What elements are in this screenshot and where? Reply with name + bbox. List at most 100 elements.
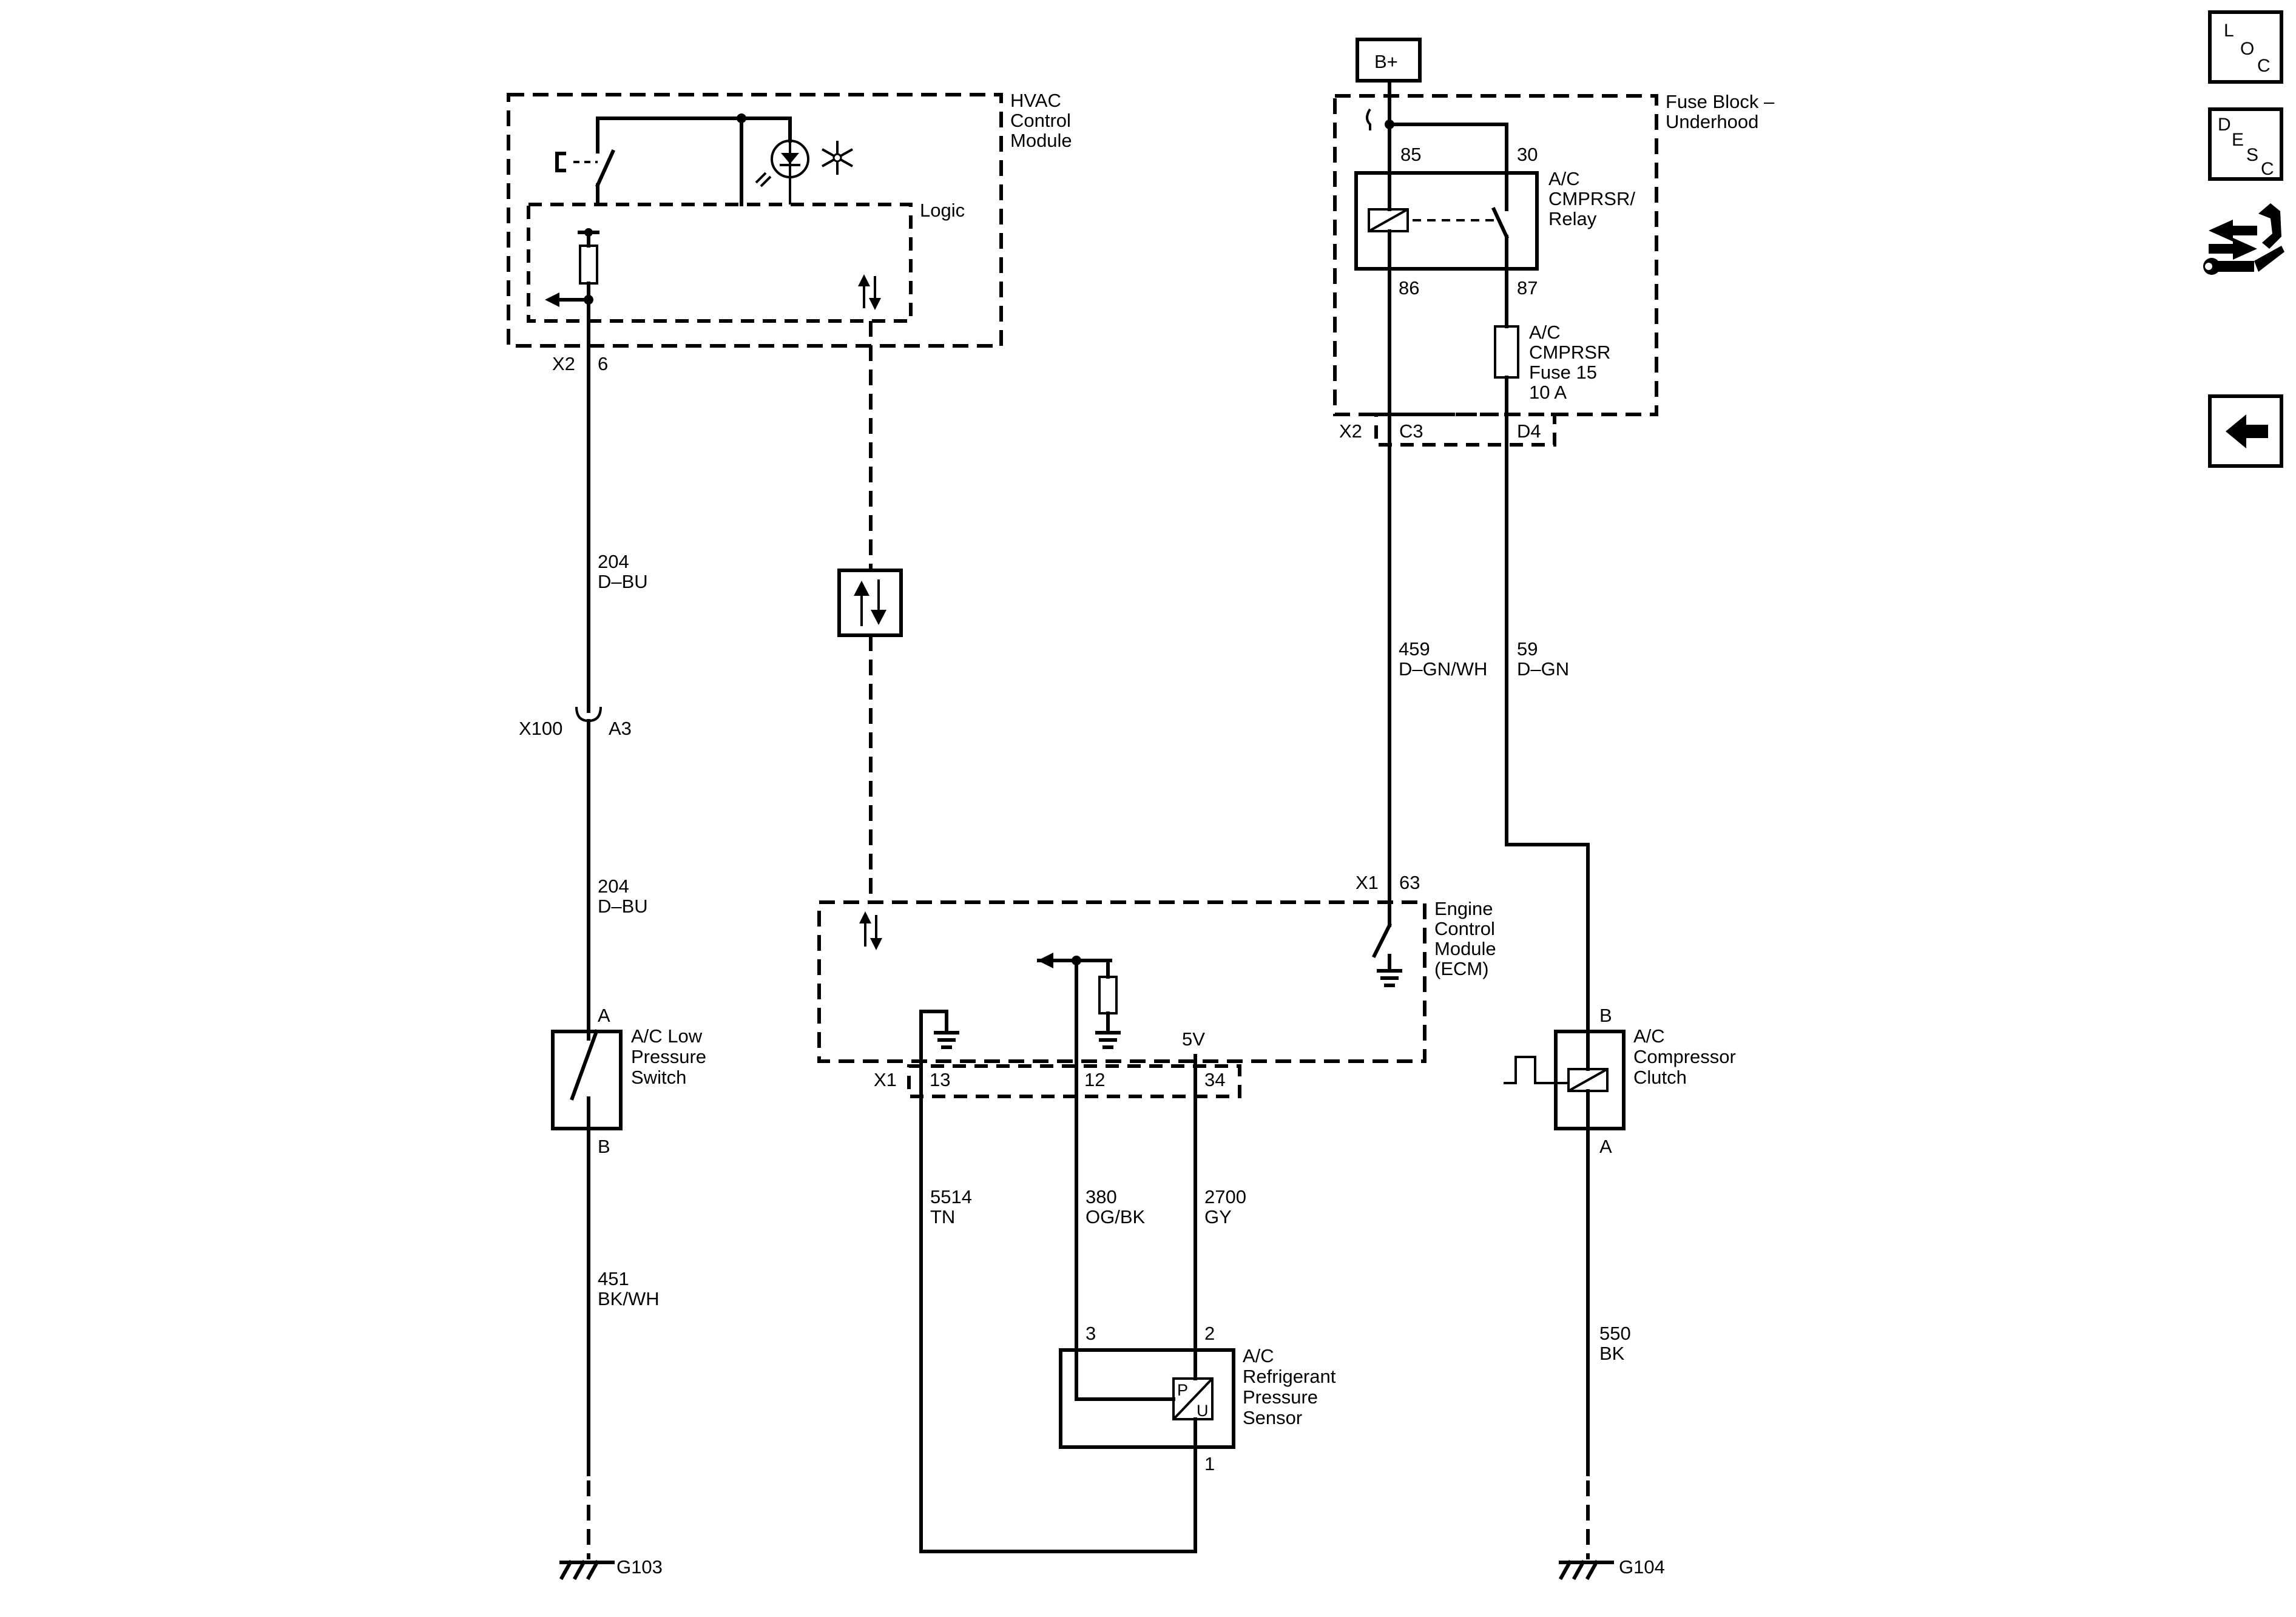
wire-204-lower-number: 204 bbox=[598, 876, 629, 897]
arrow-left-icon bbox=[1038, 953, 1053, 968]
ground-g103-icon bbox=[559, 1559, 615, 1581]
desc-glyph-d: D bbox=[2218, 115, 2231, 135]
fuse-block-connector: X2 bbox=[1339, 420, 1362, 442]
engine-control-module: Engine Control Module (ECM) X1 63 bbox=[817, 872, 1496, 1098]
hvac-control-module: HVAC Control Module Logic bbox=[507, 90, 1072, 374]
loc-glyph-c: C bbox=[2257, 56, 2271, 76]
hvac-connector: X2 bbox=[552, 353, 575, 374]
pressure-transducer-icon bbox=[1172, 1377, 1214, 1420]
fuse-block-underhood: Fuse Block – Underhood 85 30 A/C CMPRSR/… bbox=[1333, 91, 1775, 447]
sensor-pin-1: 1 bbox=[1204, 1453, 1215, 1474]
clutch-label-line3: Clutch bbox=[1633, 1067, 1687, 1088]
clutch-label-line1: A/C bbox=[1633, 1025, 1665, 1047]
clutch-engage-icon bbox=[1504, 1056, 1568, 1084]
ecm-pin-12: 12 bbox=[1084, 1069, 1105, 1090]
ecm-pin-34: 34 bbox=[1204, 1069, 1225, 1090]
fuse-label-line3: Fuse 15 bbox=[1529, 362, 1597, 383]
ac-low-pressure-switch bbox=[551, 1029, 623, 1130]
circuit-459: 459 D–GN/WH bbox=[1388, 267, 1487, 904]
ground-g104-icon bbox=[1558, 1559, 1614, 1581]
wire-204-upper-color: D–BU bbox=[598, 571, 648, 592]
hvac-title-line2: Control bbox=[1010, 110, 1071, 131]
inline-connector-x100 bbox=[575, 695, 602, 1033]
serial-data-icon bbox=[858, 274, 881, 310]
ecm-pin-13: 13 bbox=[930, 1069, 950, 1090]
fuse-label-line4: 10 A bbox=[1529, 382, 1567, 403]
lps-label-line3: Switch bbox=[631, 1067, 686, 1088]
nav-description-button[interactable]: D E S C bbox=[2208, 107, 2283, 181]
sensor-label-line3: Pressure bbox=[1243, 1386, 1318, 1408]
fuse-block-title-line2: Underhood bbox=[1666, 111, 1758, 132]
wire-459-number: 459 bbox=[1399, 638, 1430, 660]
clutch-label-line2: Compressor bbox=[1633, 1046, 1736, 1067]
relay-label-line1: A/C bbox=[1548, 168, 1580, 189]
relay-label-line2: CMPRSR/ bbox=[1548, 188, 1635, 209]
wire-59-color: D–GN bbox=[1517, 658, 1569, 680]
desc-glyph-s: S bbox=[2246, 145, 2258, 165]
ecm-title-line3: Module bbox=[1434, 938, 1496, 959]
wire-380-number: 380 bbox=[1086, 1186, 1117, 1207]
serial-data-link bbox=[837, 321, 903, 902]
clutch-pin-a: A bbox=[1599, 1136, 1612, 1157]
relay-pin-86: 86 bbox=[1399, 277, 1419, 299]
x100-label: X100 bbox=[519, 718, 562, 739]
ecm-title-line2: Control bbox=[1434, 918, 1495, 939]
diagnostic-procedure-icon[interactable] bbox=[2203, 203, 2284, 275]
ecm-connector-x1-bottom bbox=[907, 1064, 1241, 1098]
serial-data-box bbox=[837, 569, 903, 637]
nav-location-button[interactable]: L O C bbox=[2208, 10, 2283, 84]
fuse-label-line1: A/C bbox=[1529, 322, 1561, 343]
hvac-ac-request-switch bbox=[555, 113, 792, 206]
wire-380-color: OG/BK bbox=[1086, 1206, 1146, 1227]
wire-451-color: BK/WH bbox=[598, 1288, 660, 1309]
hvac-logic-boundary bbox=[527, 203, 913, 323]
relay-pin-30: 30 bbox=[1517, 144, 1538, 165]
fusible-link-icon bbox=[1366, 108, 1371, 130]
ecm-low-side-driver bbox=[1371, 900, 1402, 987]
wire-5514-number: 5514 bbox=[930, 1186, 972, 1207]
x100-pin: A3 bbox=[609, 718, 632, 739]
sensor-pin-3: 3 bbox=[1086, 1323, 1096, 1344]
power-source: B+ bbox=[1356, 38, 1422, 126]
fuse-block-pin-c3: C3 bbox=[1399, 420, 1423, 442]
relay-pin-85: 85 bbox=[1400, 144, 1421, 165]
fuse-block-connector-x2 bbox=[1374, 413, 1556, 447]
snowflake-icon bbox=[822, 141, 853, 175]
loc-glyph-o: O bbox=[2240, 39, 2254, 59]
ecm-serial-data-icon bbox=[859, 911, 882, 950]
hvac-title-line3: Module bbox=[1010, 130, 1072, 151]
sensor-glyph-u: U bbox=[1197, 1402, 1209, 1420]
wire-59-number: 59 bbox=[1517, 638, 1538, 660]
loc-glyph-l: L bbox=[2224, 21, 2234, 41]
relay-label-line3: Relay bbox=[1548, 208, 1597, 229]
wire-2700-color: GY bbox=[1204, 1206, 1232, 1227]
ecm-pin-63: 63 bbox=[1399, 872, 1420, 893]
ground-g103-label: G103 bbox=[616, 1556, 663, 1578]
battery-positive-label: B+ bbox=[1374, 51, 1398, 72]
ecm-boundary bbox=[817, 900, 1427, 1063]
wire-550-color: BK bbox=[1599, 1343, 1625, 1364]
hvac-logic-label: Logic bbox=[920, 200, 965, 221]
ac-compressor-clutch bbox=[1504, 1030, 1626, 1130]
ecm-connector-bottom: X1 bbox=[874, 1069, 897, 1090]
ac-compressor-relay bbox=[1354, 171, 1539, 271]
lps-label-line2: Pressure bbox=[631, 1046, 706, 1067]
back-button[interactable] bbox=[2208, 394, 2283, 468]
lps-pin-a: A bbox=[598, 1005, 610, 1026]
wire-459-color: D–GN/WH bbox=[1399, 658, 1487, 680]
wire-5514-color: TN bbox=[930, 1206, 955, 1227]
ecm-voltage-label: 5V bbox=[1182, 1028, 1205, 1050]
wire-204-lower-color: D–BU bbox=[598, 896, 648, 917]
wire-451-number: 451 bbox=[598, 1268, 629, 1289]
wire-204-upper-number: 204 bbox=[598, 551, 629, 572]
ecm-sensor-circuits bbox=[919, 953, 1197, 1082]
sensor-label-line4: Sensor bbox=[1243, 1407, 1302, 1428]
lps-label-line1: A/C Low bbox=[631, 1025, 703, 1047]
hvac-signal-circuit bbox=[545, 228, 599, 348]
relay-pin-87: 87 bbox=[1517, 277, 1538, 299]
hvac-module-boundary bbox=[507, 93, 1003, 348]
lps-pin-b: B bbox=[598, 1136, 610, 1157]
sensor-glyph-p: P bbox=[1177, 1381, 1188, 1399]
clutch-pin-b: B bbox=[1599, 1005, 1612, 1026]
